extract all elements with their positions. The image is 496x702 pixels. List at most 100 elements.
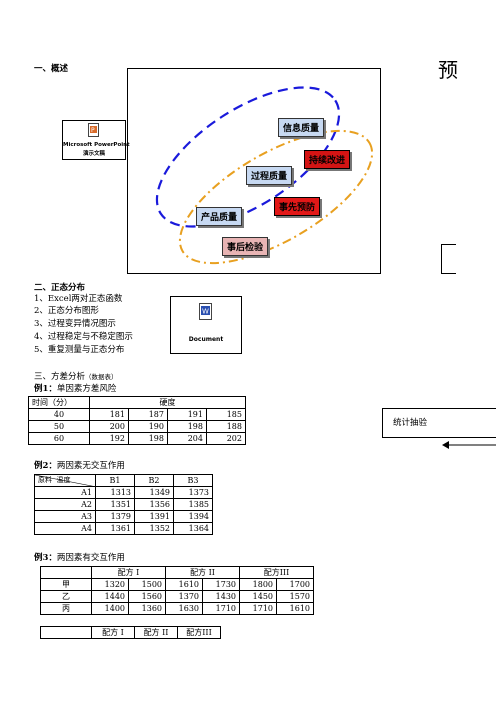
example1-table: 时间（分） 硬度 40 181 187 191 185 50 200 190 1… bbox=[28, 396, 246, 445]
table-cell: 1379 bbox=[95, 510, 135, 523]
table-cell: 1320 bbox=[91, 578, 129, 591]
word-embedded-object[interactable]: W Document bbox=[170, 296, 242, 354]
orange-dashdot-ellipse bbox=[178, 129, 374, 265]
table-cell: 185 bbox=[206, 408, 246, 421]
table-cell: B3 bbox=[173, 474, 213, 487]
post-inspection-box: 事后检验 bbox=[222, 237, 269, 256]
table-cell: B2 bbox=[134, 474, 174, 487]
table-cell: 50 bbox=[28, 420, 90, 433]
table-cell: 200 bbox=[89, 420, 129, 433]
process-quality-box: 过程质量 bbox=[246, 166, 293, 185]
continuous-improvement-box: 持续改进 bbox=[304, 150, 351, 169]
table-cell: A3 bbox=[34, 510, 96, 523]
ppt-caption-line1: Microsoft PowerPoint bbox=[63, 142, 130, 148]
example3-label: 例3： bbox=[34, 553, 57, 563]
example2-heading: 例2：两因素无交互作用 bbox=[34, 461, 125, 472]
table-row: 时间（分） 硬度 bbox=[28, 396, 246, 409]
table-cell: 1361 bbox=[95, 522, 135, 535]
table-cell: 1364 bbox=[173, 522, 213, 535]
example2-title: 两因素无交互作用 bbox=[56, 461, 125, 471]
table-cell: 配方 II bbox=[134, 626, 178, 639]
table-cell: 配方III bbox=[239, 566, 314, 579]
table-cell: 192 bbox=[89, 432, 129, 445]
quality-diagram: 信息质量 持续改进 过程质量 事先预防 产品质量 事后检验 bbox=[127, 68, 381, 274]
table-cell: 181 bbox=[89, 408, 129, 421]
table-cell: 1352 bbox=[134, 522, 174, 535]
blue-dashed-ellipse bbox=[155, 86, 341, 228]
section-title-overview: 一、概述 bbox=[34, 64, 69, 74]
example1-heading: 例1：单因素方差风险 bbox=[34, 384, 116, 395]
table-cell: A2 bbox=[34, 498, 96, 511]
right-page-title: 预 bbox=[438, 58, 458, 82]
example3-heading: 例3：两因素有交互作用 bbox=[34, 553, 125, 564]
table-cell: 1351 bbox=[95, 498, 135, 511]
table-cell: 配方 I bbox=[91, 626, 135, 639]
example2-table: 原料 温度 B1 B2 B3 A1 1313 1349 1373 A2 1351… bbox=[34, 474, 213, 535]
ppt-embedded-object[interactable]: P Microsoft PowerPoint 演示文稿 bbox=[62, 120, 130, 160]
table-cell: B1 bbox=[95, 474, 135, 487]
arrow-left-icon bbox=[442, 441, 496, 449]
table-row: 甲 1320 1500 1610 1730 1800 1700 bbox=[40, 578, 314, 591]
table-cell: 乙 bbox=[40, 590, 92, 603]
table-row: 40 181 187 191 185 bbox=[28, 408, 246, 421]
table-cell: A4 bbox=[34, 522, 96, 535]
table-cell: 配方 II bbox=[165, 566, 240, 579]
anova-title: 三、方差分析 bbox=[34, 372, 86, 382]
normal-item-5: 5、重复测量与正态分布 bbox=[34, 345, 125, 355]
table-cell: 1360 bbox=[128, 602, 166, 615]
table-cell: 202 bbox=[206, 432, 246, 445]
normal-item-2: 2、正态分布图形 bbox=[34, 306, 99, 316]
table-cell: 1560 bbox=[128, 590, 166, 603]
corner-left-label: 原料 bbox=[38, 476, 52, 484]
table-row: A3 1379 1391 1394 bbox=[34, 510, 213, 523]
table-cell: A1 bbox=[34, 486, 96, 499]
info-quality-box: 信息质量 bbox=[278, 118, 325, 137]
table-cell: 1430 bbox=[202, 590, 240, 603]
table-cell: 1710 bbox=[239, 602, 277, 615]
diagram-ellipses bbox=[155, 86, 374, 265]
table-row: A2 1351 1356 1385 bbox=[34, 498, 213, 511]
table-cell: 1394 bbox=[173, 510, 213, 523]
right-cut-box-top bbox=[441, 244, 456, 274]
example3-bottom-table: 配方 I 配方 II 配方III bbox=[40, 626, 221, 639]
table-cell: 1610 bbox=[276, 602, 314, 615]
anova-note: （数据表） bbox=[85, 373, 118, 381]
table-row: A4 1361 1352 1364 bbox=[34, 522, 213, 535]
section-title-normal: 二、正态分布 bbox=[34, 283, 86, 293]
table-cell: 1385 bbox=[173, 498, 213, 511]
example3-table: 配方 I 配方 II 配方III 甲 1320 1500 1610 1730 1… bbox=[40, 566, 314, 615]
section-title-anova: 三、方差分析（数据表） bbox=[34, 372, 118, 383]
normal-item-3: 3、过程变异情况图示 bbox=[34, 319, 116, 329]
table-cell: 1610 bbox=[165, 578, 203, 591]
normal-item-4: 4、过程稳定与不稳定图示 bbox=[34, 332, 133, 342]
corner-right-label: 温度 bbox=[56, 476, 71, 484]
table-cell: 配方III bbox=[177, 626, 221, 639]
normal-item-1: 1、Excel两对正态函数 bbox=[34, 294, 123, 304]
table-cell: 1700 bbox=[276, 578, 314, 591]
svg-text:P: P bbox=[91, 127, 95, 134]
table-row: A1 1313 1349 1373 bbox=[34, 486, 213, 499]
table-cell: 1500 bbox=[128, 578, 166, 591]
table-cell: 甲 bbox=[40, 578, 92, 591]
table-cell: 硬度 bbox=[89, 396, 246, 409]
table-cell: 时间（分） bbox=[28, 396, 90, 409]
table-cell: 198 bbox=[167, 420, 207, 433]
table-cell: 1450 bbox=[239, 590, 277, 603]
table-row: 乙 1440 1560 1370 1430 1450 1570 bbox=[40, 590, 314, 603]
product-quality-box: 产品质量 bbox=[196, 207, 243, 226]
table-cell bbox=[40, 626, 92, 639]
table-cell: 188 bbox=[206, 420, 246, 433]
word-file-icon: W bbox=[199, 303, 212, 320]
table-cell: 1630 bbox=[165, 602, 203, 615]
table-cell: 1800 bbox=[239, 578, 277, 591]
diagonal-line bbox=[35, 475, 97, 487]
example1-title: 单因素方差风险 bbox=[56, 384, 117, 394]
table-row: 配方 I 配方 II 配方III bbox=[40, 626, 221, 639]
table-row: 50 200 190 198 188 bbox=[28, 420, 246, 433]
table-cell: 1400 bbox=[91, 602, 129, 615]
table-cell: 187 bbox=[128, 408, 168, 421]
table-cell: 1356 bbox=[134, 498, 174, 511]
table-cell: 40 bbox=[28, 408, 90, 421]
table-cell: 丙 bbox=[40, 602, 92, 615]
table-row: 原料 温度 B1 B2 B3 bbox=[34, 474, 213, 487]
